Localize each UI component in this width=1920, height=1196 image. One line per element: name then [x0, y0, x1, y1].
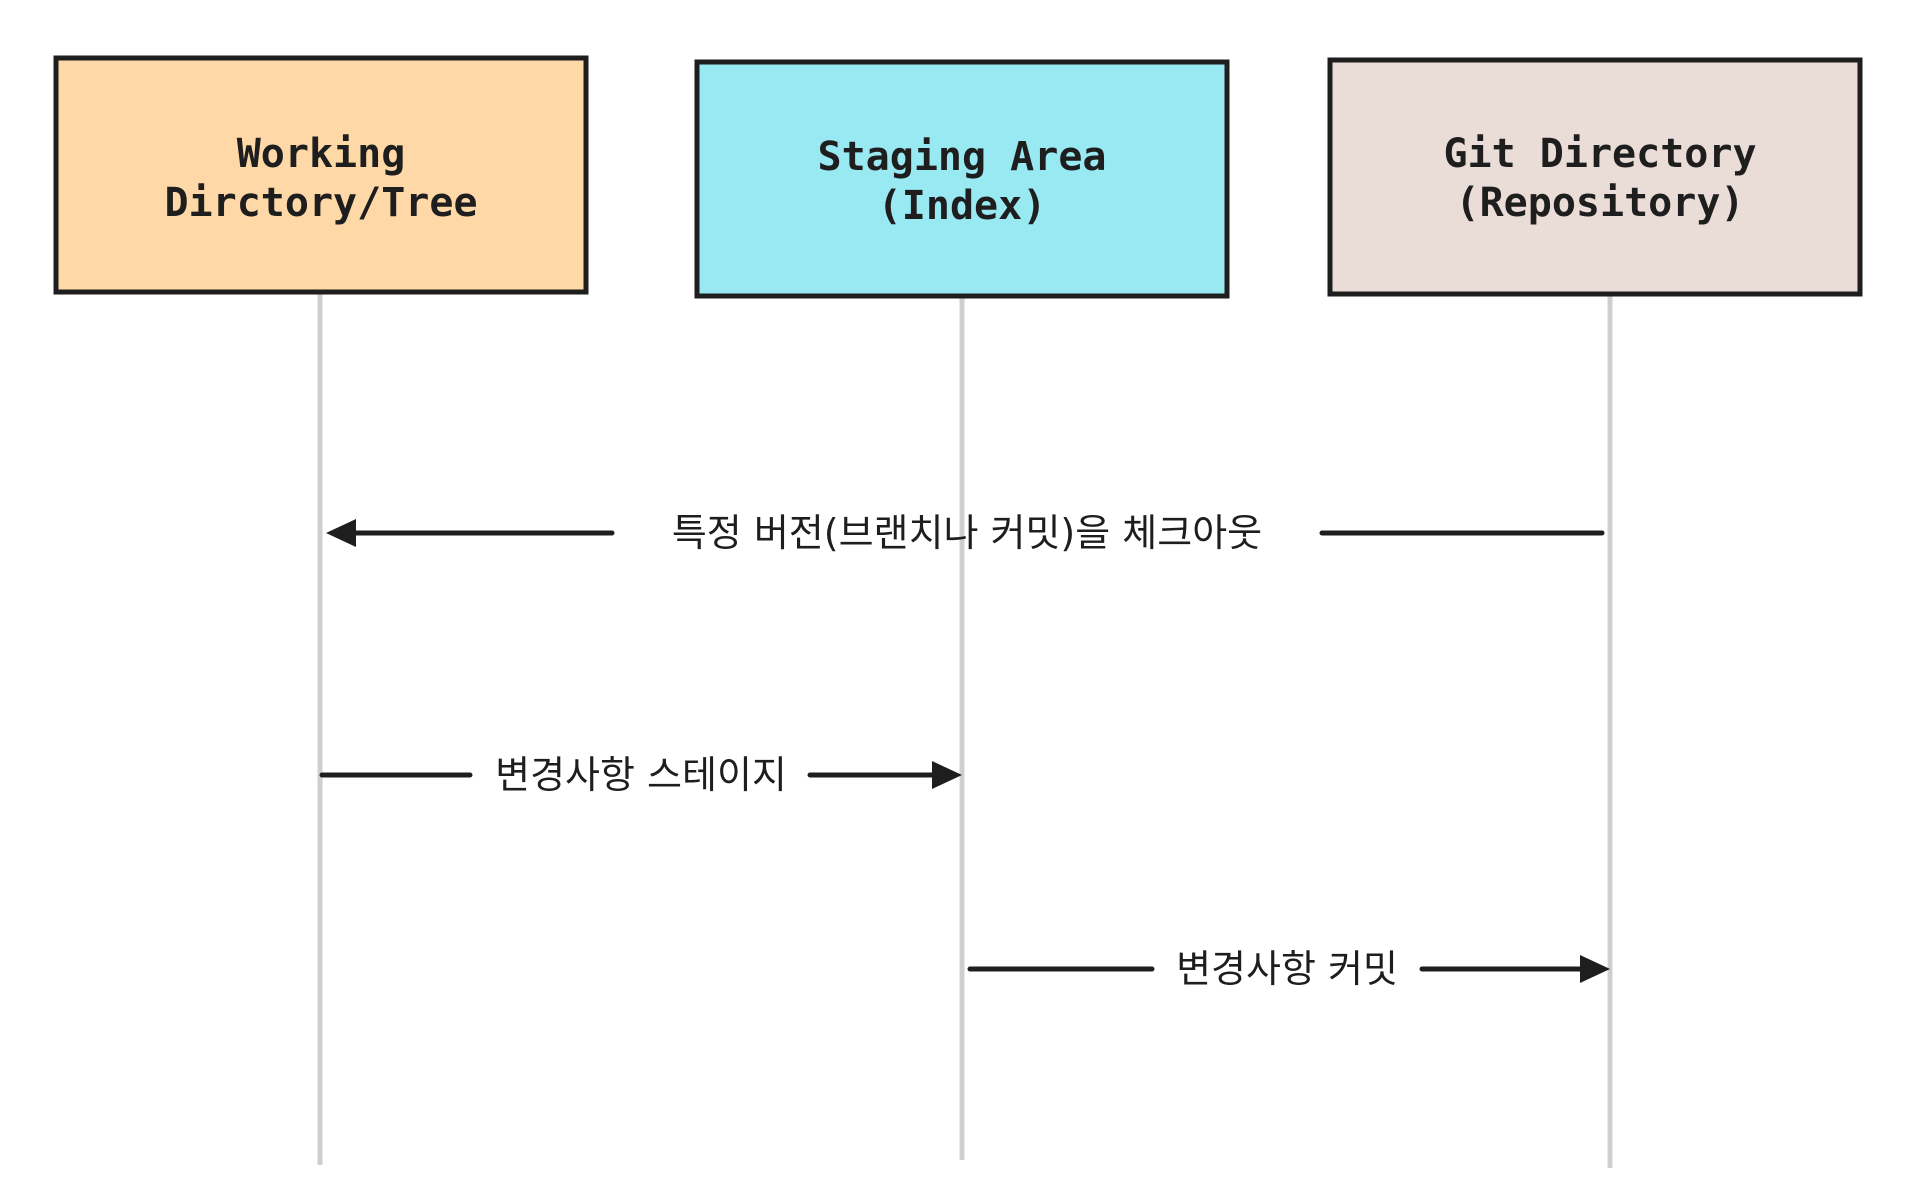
participant-working-directory: Working Dirctory/Tree — [53, 55, 589, 295]
participant-git-directory: Git Directory (Repository) — [1327, 57, 1863, 297]
participant-staging-box — [694, 59, 1230, 299]
message-stage-arrowhead — [932, 761, 962, 789]
participant-git-box — [1327, 57, 1863, 297]
message-checkout-arrowhead — [326, 519, 356, 547]
message-commit-arrowhead — [1580, 955, 1610, 983]
participant-staging-area: Staging Area (Index) — [694, 59, 1230, 299]
participant-staging-line-2: (Index) — [878, 183, 1047, 229]
participant-working-box — [53, 55, 589, 295]
message-stage: 변경사항 스테이지 — [319, 753, 962, 797]
message-commit: 변경사항 커밋 — [967, 947, 1610, 991]
participant-staging-line-1: Staging Area — [818, 134, 1107, 180]
participant-git-line-1: Git Directory — [1443, 131, 1756, 177]
message-stage-label: 변경사항 스테이지 — [495, 753, 787, 797]
message-checkout-label: 특정 버전(브랜치나 커밋)을 체크아웃 — [672, 511, 1262, 555]
message-checkout: 특정 버전(브랜치나 커밋)을 체크아웃 — [326, 511, 1605, 555]
participant-working-line-1: Working — [237, 131, 406, 177]
participant-git-line-2: (Repository) — [1456, 180, 1745, 226]
participant-working-line-2: Dirctory/Tree — [164, 180, 477, 226]
message-commit-label: 변경사항 커밋 — [1176, 947, 1398, 991]
